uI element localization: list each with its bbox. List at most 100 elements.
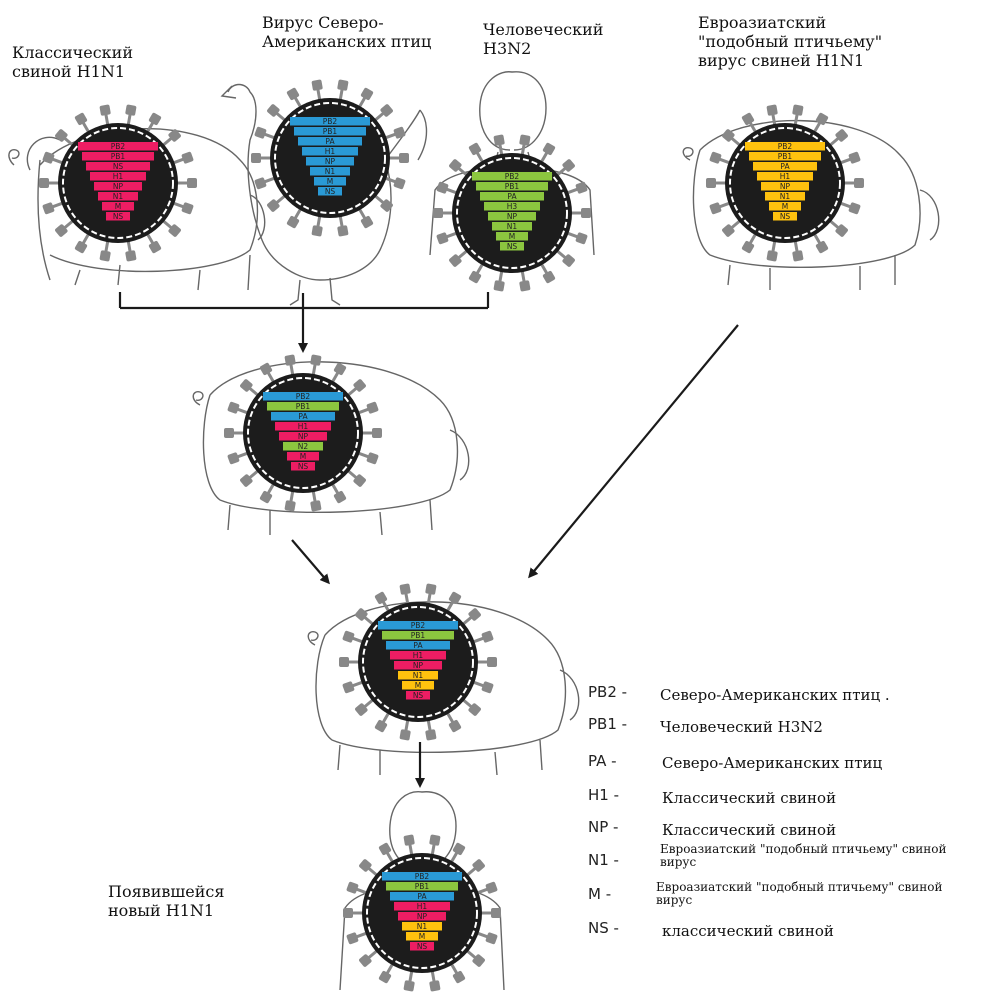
spike-head (181, 151, 194, 164)
label-human: Человеческий H3N2 (483, 20, 603, 58)
segment-label: N1 (780, 192, 791, 201)
virion-eurasian: PB2PB1PAH1NPN1MNS (706, 104, 864, 261)
spike-head (481, 681, 494, 694)
legend-value-line: Евроазиатский "подобный птичьему" свиной (656, 881, 943, 894)
segment-label: N1 (413, 671, 424, 680)
label-line: Классический (12, 43, 133, 62)
spike-head (74, 112, 88, 126)
spike-head (259, 362, 273, 376)
spike-head (485, 881, 498, 894)
spike-head (399, 729, 411, 741)
spike-head (39, 178, 49, 188)
segment-label: N1 (113, 192, 124, 201)
virion-triple-reassortant: PB2PB1PAH1NPN2MNS (224, 354, 382, 511)
legend-key: PA - (588, 752, 617, 770)
spike-head (339, 657, 349, 667)
spike-head (148, 112, 162, 126)
spike-head (251, 153, 261, 163)
spike-head (333, 362, 347, 376)
segment-label: PB2 (111, 142, 126, 151)
label-eurasian: Евроазиатский "подобный птичьему" вирус … (698, 13, 882, 70)
virion-new-reassortant: PB2PB1PAH1NPN1MNS (339, 583, 497, 740)
spike-head (792, 104, 804, 116)
spike-head (366, 452, 379, 465)
legend-value-line: Евроазиатский "подобный птичьему" свиной (660, 843, 947, 856)
spike-head (448, 719, 462, 733)
segment-label: PB2 (296, 392, 311, 401)
merge-connector (120, 292, 488, 350)
segment-label: PB1 (505, 182, 520, 191)
spike-head (425, 729, 437, 741)
spike-head (181, 202, 194, 215)
spike-head (436, 232, 449, 245)
spike-head (310, 500, 322, 512)
label-line: Вирус Северо- (262, 13, 431, 32)
legend-value: Классический свиной (662, 789, 836, 807)
segment-label: H1 (417, 902, 428, 911)
spike-head (360, 215, 374, 229)
spike-head (259, 490, 273, 504)
segment-label: NP (413, 661, 424, 670)
spike-head (284, 354, 296, 366)
legend-key: PB1 - (588, 715, 627, 733)
label-emerged: Появившейся новый H1N1 (108, 882, 224, 920)
label-line: новый H1N1 (108, 901, 224, 920)
segment-label: PA (298, 412, 308, 421)
label-line: Появившейся (108, 882, 224, 901)
segment-label: PA (417, 892, 427, 901)
spike-head (311, 79, 323, 91)
spike-head (343, 908, 353, 918)
spike-head (815, 112, 829, 126)
arrow-middle-to-lower (292, 540, 328, 582)
spike-head (342, 630, 355, 643)
segment-label: M (509, 232, 515, 241)
segment-label: PA (780, 162, 790, 171)
segment-label: H1 (325, 147, 336, 156)
segment-label: N1 (325, 167, 336, 176)
legend-key: PB2 - (588, 683, 627, 701)
spike-head (815, 240, 829, 254)
segment-label: PB2 (505, 172, 520, 181)
spike-head (575, 232, 588, 245)
spike-head (393, 126, 406, 139)
segment-label: PA (413, 641, 423, 650)
spike-head (848, 202, 861, 215)
spike-head (374, 719, 388, 733)
segment-label: N1 (417, 922, 428, 931)
segment-label: PA (325, 137, 335, 146)
spike-head (374, 591, 388, 605)
segment-label: PB2 (778, 142, 793, 151)
segment-label: M (327, 177, 333, 186)
legend-key: NP - (588, 818, 618, 836)
segment-label: PB1 (323, 127, 338, 136)
spike-head (452, 970, 466, 984)
segment-label: PB1 (296, 402, 311, 411)
legend-value-line: вирус (660, 856, 947, 869)
segment-label: PB1 (778, 152, 793, 161)
legend-key: M - (588, 885, 611, 903)
segment-label: NS (298, 462, 309, 471)
arrow-eurasian-to-lower (530, 325, 738, 576)
spike-head (493, 134, 505, 146)
spike-head (125, 250, 137, 262)
segment-label: PB1 (411, 631, 426, 640)
spike-head (491, 908, 501, 918)
spike-head (433, 208, 443, 218)
spike-head (311, 225, 323, 237)
segment-label: NS (325, 187, 336, 196)
spike-head (403, 834, 415, 846)
spike-head (854, 178, 864, 188)
spike-head (399, 583, 411, 595)
spike-head (487, 657, 497, 667)
spike-head (542, 270, 556, 284)
segment-label: NP (113, 182, 124, 191)
legend-value-line: вирус (656, 894, 943, 907)
segment-label: NP (780, 182, 791, 191)
segment-label: NS (417, 942, 428, 951)
spike-head (224, 428, 234, 438)
legend-key: H1 - (588, 786, 619, 804)
spike-head (766, 250, 778, 262)
spike-head (286, 215, 300, 229)
spike-head (706, 178, 716, 188)
